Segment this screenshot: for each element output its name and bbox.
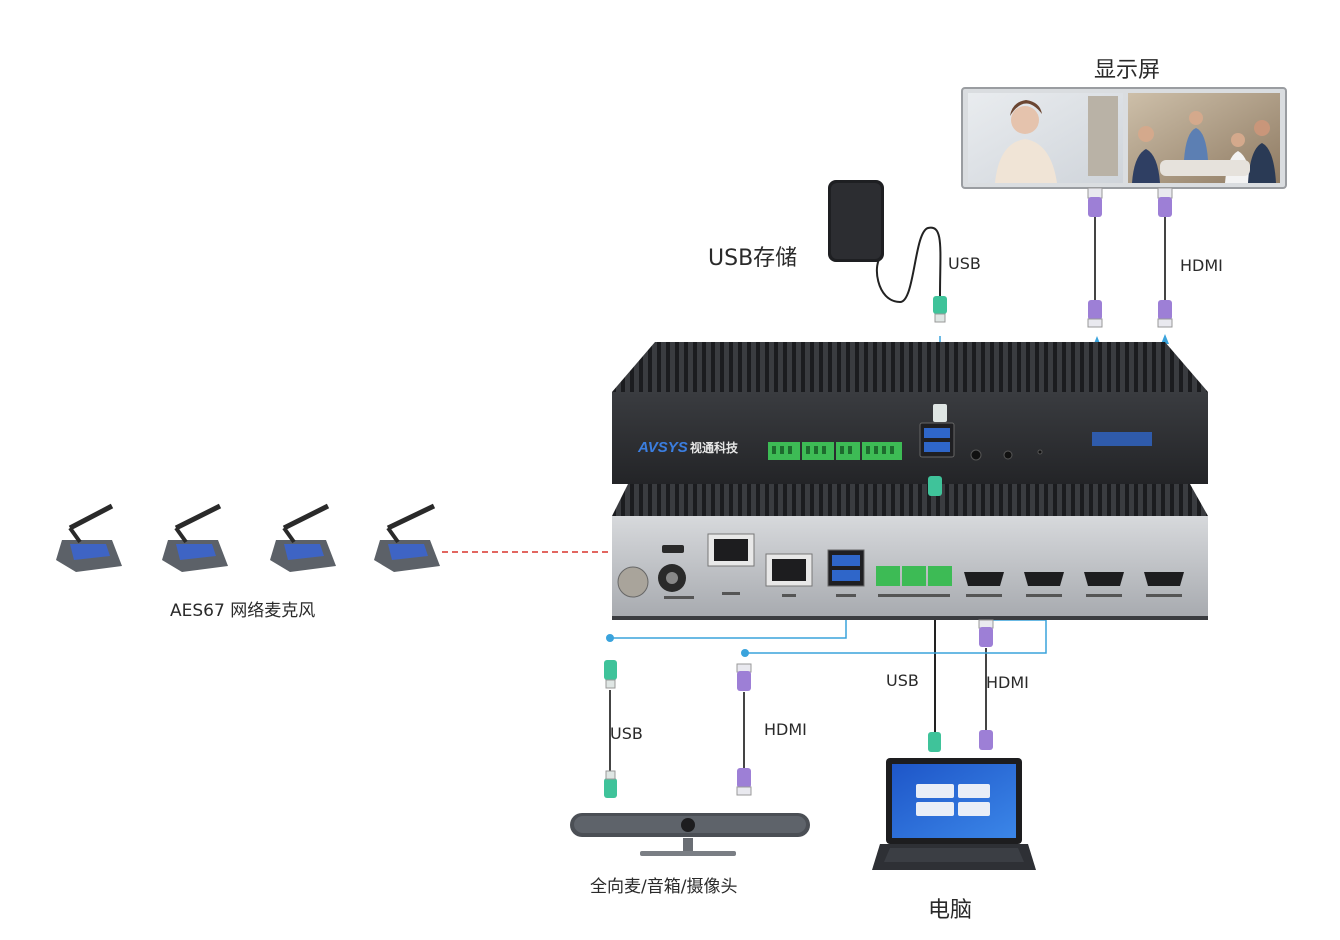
camera-hdmi-label: HDMI [764,720,807,739]
usb-plug-icon [933,296,947,323]
hdmi-plug-icon [1087,187,1173,328]
laptop-icon [872,758,1036,870]
conference-mic-icon [56,503,122,572]
aes67-microphones [56,503,440,572]
display-hdmi-label: HDMI [1180,256,1223,275]
port-caption-marks [664,592,1182,599]
display-label: 显示屏 [1094,58,1161,83]
usb-drive-icon [828,180,884,262]
terminal-blocks-upper [768,442,902,460]
usb-port-upper [919,422,955,458]
pc-usb-label: USB [886,671,919,690]
storage-usb-label: USB [948,254,981,273]
hdmi-plug-icon [736,619,994,796]
usb-plug-icon [604,660,941,798]
aes67-mics-label: AES67 网络麦克风 [170,601,316,621]
terminal-blocks-lower [876,566,952,586]
lcd-display [1092,432,1152,446]
usb-plug-icon [933,404,947,422]
brand-logo-cn: 视通科技 [690,440,739,455]
lower-heatsink [612,484,1208,516]
avsys-main-unit: AVSYS 视通科技 [612,342,1208,484]
rj45-port-icon [707,533,813,587]
camera-usb-label: USB [610,724,643,743]
soundbar-camera-icon [570,813,810,856]
brand-logo: AVSYS [637,439,688,456]
conference-mic-icon [374,503,440,572]
usb-plug-icon [928,476,942,496]
display-screen-icon [961,87,1287,328]
upper-heatsink [612,342,1208,392]
avsys-lower-unit [612,476,1208,620]
computer-label: 电脑 [928,898,973,923]
pc-hdmi-label: HDMI [986,673,1029,692]
usb-storage-label: USB存储 [708,246,798,271]
usb-storage-cable [875,226,942,304]
hdmi-ports [964,572,1184,586]
conference-mic-icon [270,503,336,572]
conference-mic-icon [162,503,228,572]
camera-speaker-label: 全向麦/音箱/摄像头 [590,877,738,897]
